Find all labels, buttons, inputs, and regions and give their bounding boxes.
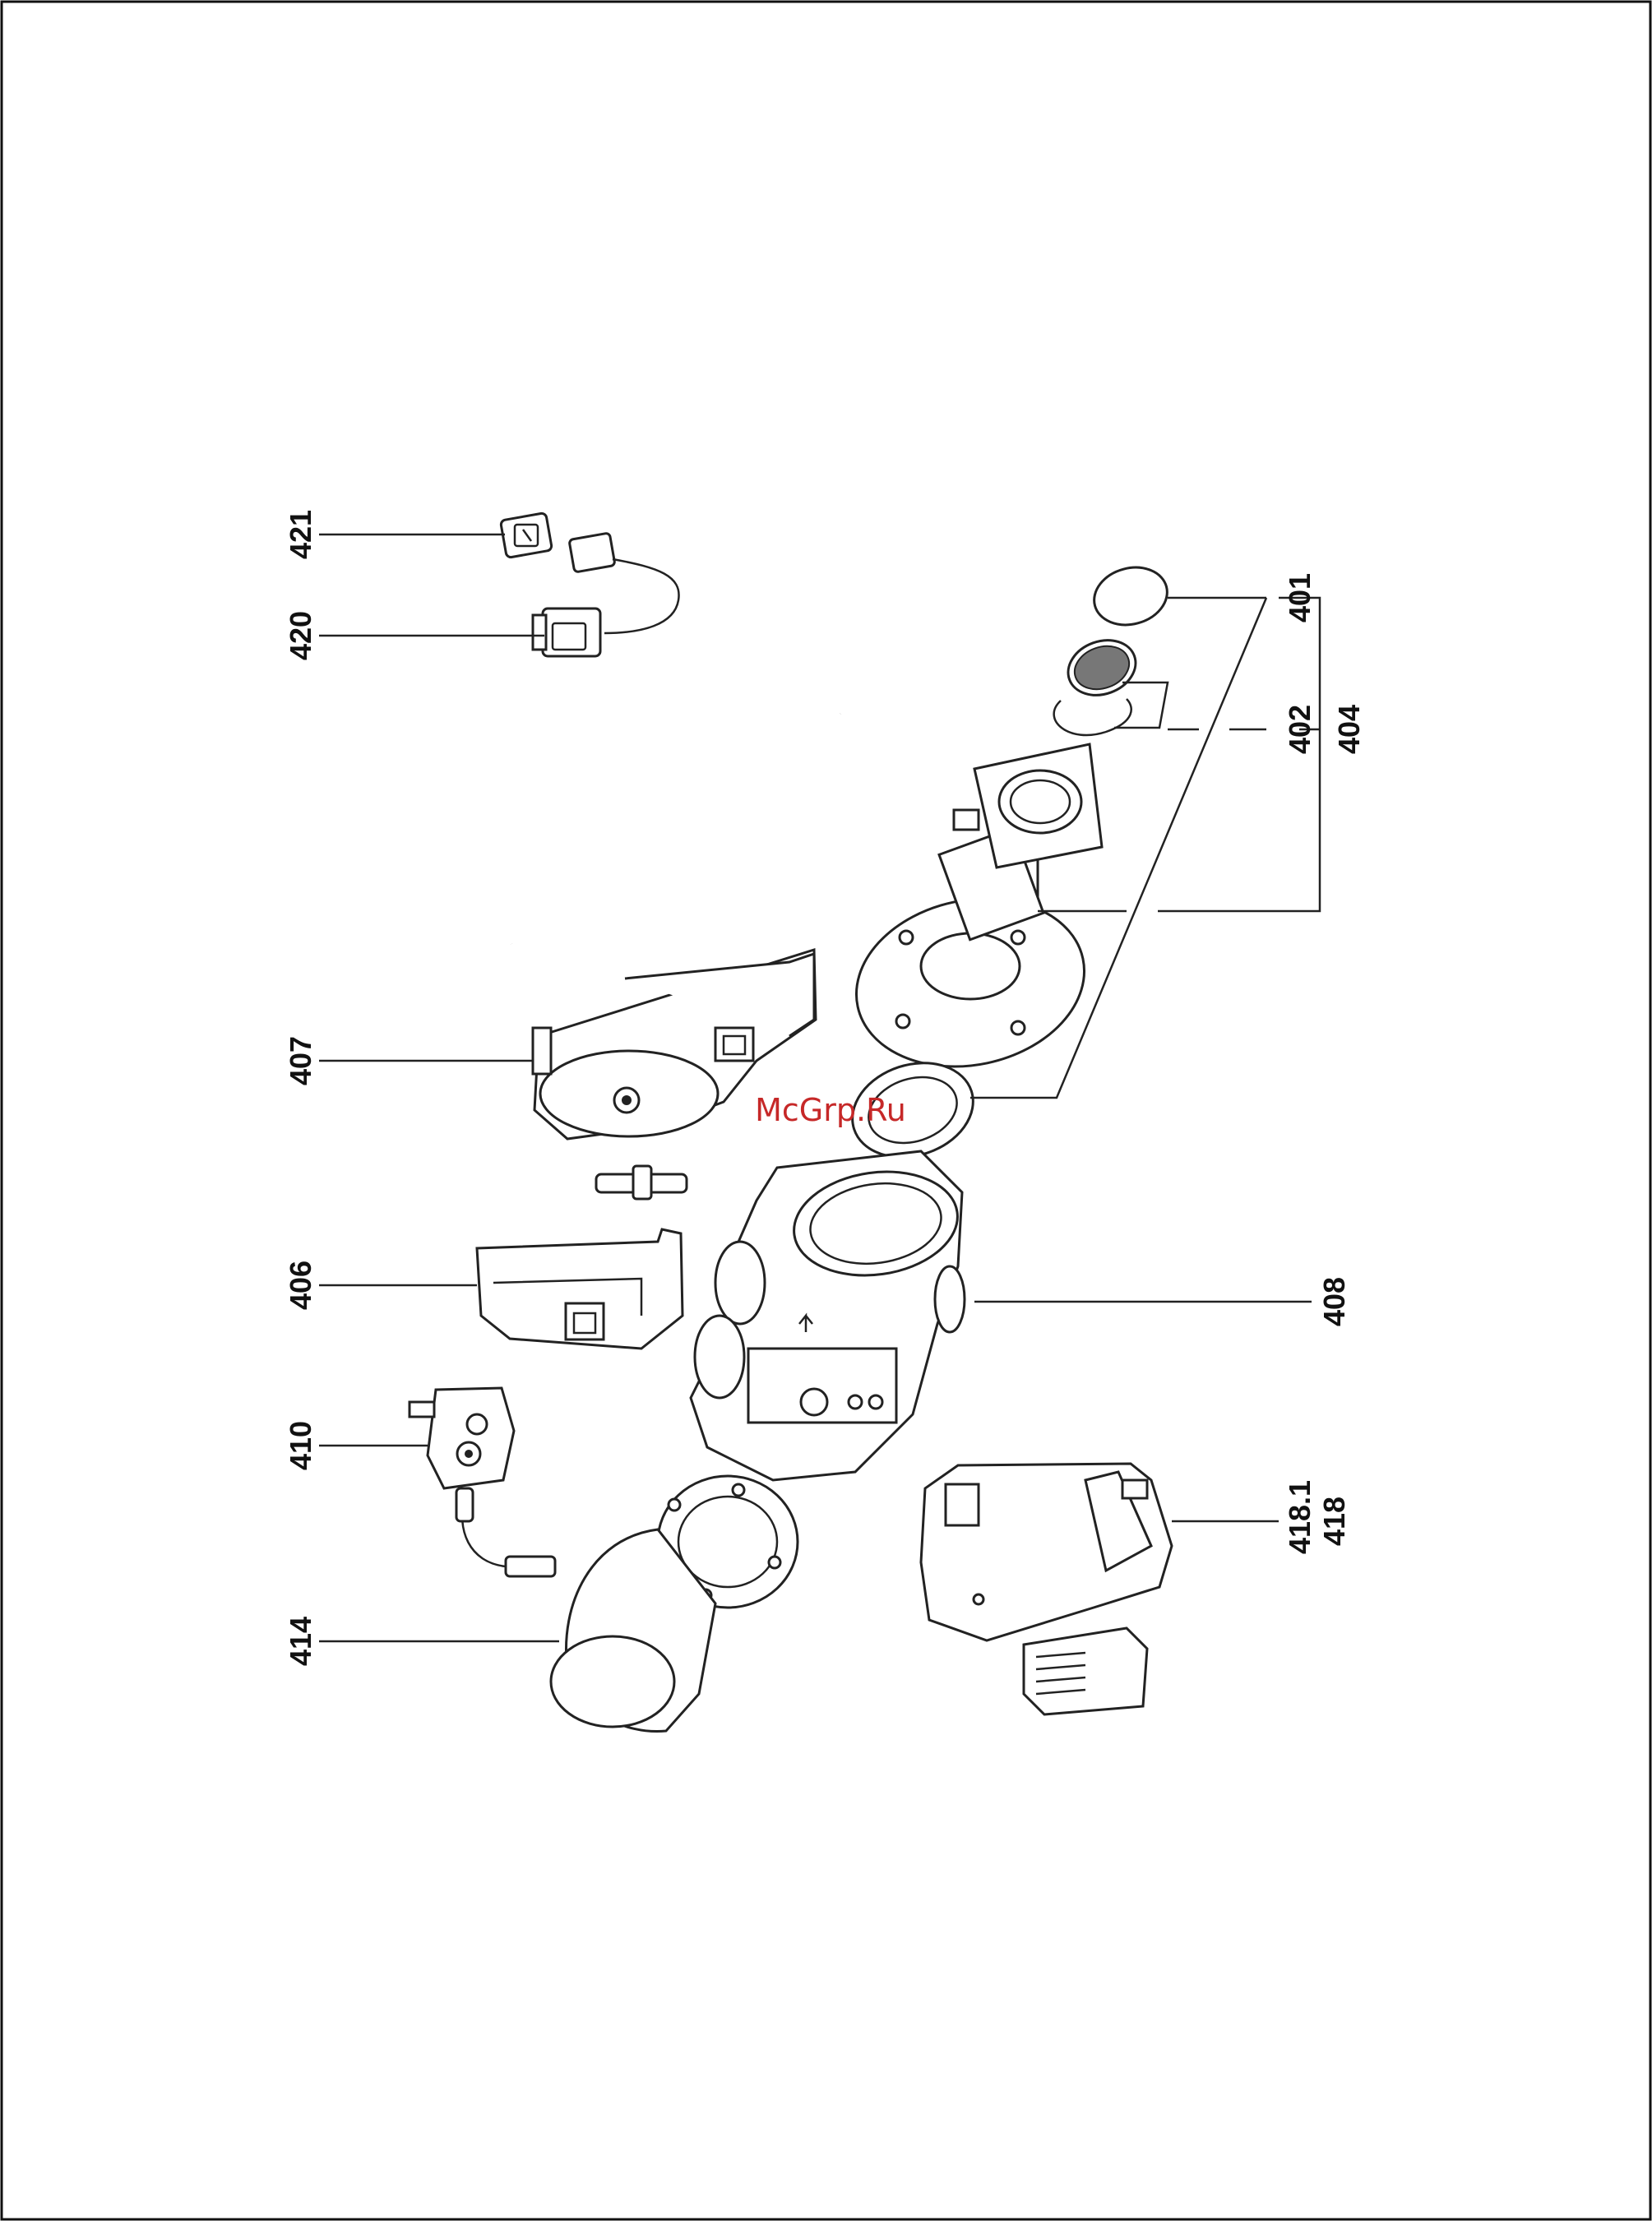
part-420-cable-with-plugs (533, 533, 679, 656)
part-408-valve-body (691, 1151, 965, 1480)
label-404: 404 (1332, 705, 1366, 754)
part-418-1-plug (1024, 1628, 1147, 1714)
part-421-plug-connector (500, 512, 552, 558)
watermark: McGrp.Ru (755, 1092, 906, 1128)
part-fitting (596, 1166, 687, 1199)
label-421: 421 (284, 510, 317, 559)
part-410-pressure-switch (410, 1388, 555, 1576)
label-407: 407 (284, 1036, 317, 1085)
label-401: 401 (1283, 573, 1317, 622)
part-406-actuator (477, 1229, 683, 1349)
label-418: 418 (1317, 1497, 1351, 1546)
part-rod (503, 714, 840, 944)
label-408: 408 (1317, 1277, 1351, 1326)
part-414-elbow-flange (551, 1476, 798, 1732)
label-410: 410 (284, 1421, 317, 1470)
part-404-flange-pipe (840, 744, 1102, 1087)
label-420: 420 (284, 611, 317, 660)
label-406: 406 (284, 1261, 317, 1310)
label-402: 402 (1283, 705, 1317, 754)
label-418-1: 418.1 (1283, 1480, 1317, 1554)
part-418-control-unit (921, 1464, 1172, 1640)
part-401-o-ring (1088, 560, 1174, 633)
label-414: 414 (284, 1617, 317, 1666)
